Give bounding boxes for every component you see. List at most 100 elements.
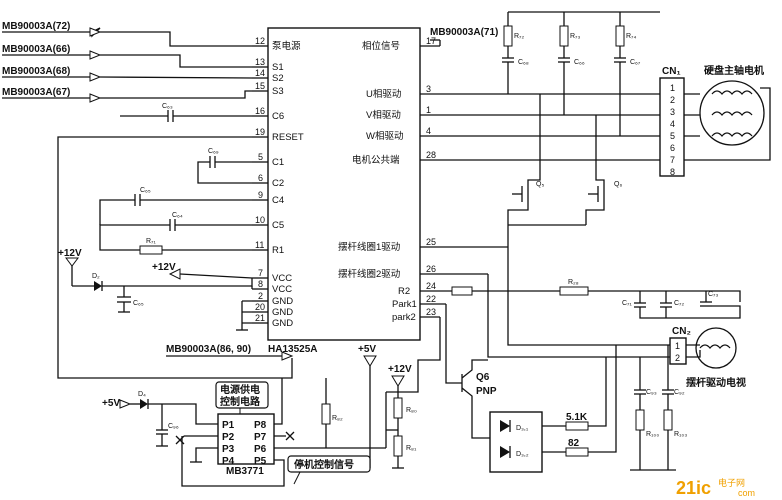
supply-label: +5V: [358, 344, 376, 355]
cn1-pin: 1: [670, 83, 675, 93]
supply-12v-left: +12V D₂ C₆₅: [58, 248, 253, 313]
cap-label: C₉₃: [646, 389, 657, 396]
pin-label: GND: [272, 307, 293, 318]
mb-pin: P2: [222, 432, 235, 443]
pin-label: C4: [272, 195, 284, 206]
coil2-line: [487, 274, 670, 358]
res-label: R₈₁: [406, 445, 417, 452]
pin-label: S2: [272, 73, 284, 84]
gnd-bus: [241, 300, 252, 330]
supply-label: +12V: [388, 364, 412, 375]
input-label-67: MB90003A(67): [2, 87, 70, 98]
callout-power-control: 电源供电 控制电路: [215, 381, 269, 414]
pin-num: 7: [258, 268, 263, 278]
callout-text: 控制电路: [220, 395, 261, 408]
pin-label: 电机公共端: [352, 154, 400, 166]
input-label-72: MB90003A(72): [2, 21, 70, 32]
mb-pin: P7: [254, 432, 267, 443]
diode-label: D₄: [138, 391, 146, 398]
cap-c63: C₆₃: [120, 103, 252, 122]
phase-out-label: MB90003A(71): [430, 27, 498, 38]
pin-label: park2: [392, 312, 416, 323]
cn1-pin: 6: [670, 143, 675, 153]
pin-label: C2: [272, 178, 284, 189]
pin-num: 5: [258, 152, 263, 162]
cn2-pin: 1: [675, 341, 680, 351]
cap-label: C₉₂: [674, 389, 685, 396]
callout-stop-signal: 停机控制信号: [287, 455, 371, 485]
pin-num: 23: [426, 307, 436, 317]
q6-pnp: Q6 PNP: [386, 304, 497, 439]
connector-cn1: CN₁ 1 2 3 4 5 6 7 8: [659, 66, 771, 177]
coil1-line: [507, 247, 670, 346]
cn1-label: CN₁: [662, 66, 681, 77]
arm-rc: C₉₃ R₁₀₀ C₉₂ R₁₀₃: [630, 345, 687, 471]
input-label-68: MB90003A(68): [2, 66, 70, 77]
pin-label: S3: [272, 86, 284, 97]
res-label: R₇₂: [514, 33, 524, 40]
pin-label: 相位信号: [362, 40, 400, 52]
pin-label: GND: [272, 296, 293, 307]
watermark-text: 21ic: [676, 478, 711, 498]
cap-label: C₆₇: [630, 59, 641, 66]
res-label: R₁₀₀: [646, 431, 659, 438]
callout-text: 电源供电: [220, 383, 260, 396]
pin-num: 3: [426, 84, 431, 94]
callout-text: 停机控制信号: [294, 458, 354, 471]
diode-label: D₃,₁: [516, 425, 529, 432]
mb-pin: P6: [254, 444, 267, 455]
pin-num: 19: [255, 127, 265, 137]
supply-label: +12V: [58, 248, 82, 259]
r2-network: R₂₈ C₇₁ C₇₂ C₇₃: [451, 279, 741, 319]
ic-name: HA13525A: [268, 344, 317, 355]
pin-num: 28: [426, 150, 436, 160]
diode-d3: D₃,₁ D₃,₂ 5.1K 82: [489, 345, 617, 473]
q-label: Q₅: [536, 181, 544, 188]
mb-signal-label: MB90003A(86, 90): [166, 344, 251, 355]
cap-label: C₆₆: [574, 59, 585, 66]
supply-label: +12V: [152, 262, 176, 273]
ic-mb3771: P1 P2 P3 P4 P8 P7 P6 P5 MB3771: [217, 413, 275, 477]
diode-label: D₂: [92, 273, 100, 280]
supply-label: +5V: [102, 398, 120, 409]
pin-label: C6: [272, 111, 284, 122]
watermark-logo: 21ic 电子网 com: [676, 477, 755, 498]
mosfet-q5: Q₅ Q₆: [507, 94, 622, 247]
pin-label: VCC: [272, 284, 292, 295]
pin-label: VCC: [272, 273, 292, 284]
res-label: R₇₃: [570, 33, 580, 40]
q-label: Q6: [476, 372, 490, 383]
cap-label: C₆₉: [208, 148, 219, 155]
cn1-pin: 5: [670, 131, 675, 141]
pin-label: GND: [272, 318, 293, 329]
cap-label: C₇₃: [708, 291, 718, 298]
cap-label: C₉₆: [168, 423, 179, 430]
pin-num: 26: [426, 264, 436, 274]
supply-12v-vcc: +12V: [152, 262, 253, 280]
cap-label: C₆₅: [133, 300, 144, 307]
diode-label: D₃,₂: [516, 451, 529, 458]
pin-label: U相驱动: [366, 88, 401, 100]
pin-label: W相驱动: [366, 130, 403, 142]
pin-num: 1: [426, 105, 431, 115]
pin-num: 21: [255, 313, 265, 323]
input-signals: MB90003A(72) MB90003A(66) MB90003A(68) M…: [2, 21, 253, 103]
cap-label: C₇₁: [622, 300, 632, 307]
pin-num: 8: [258, 279, 263, 289]
mb-pin: P4: [222, 456, 235, 467]
pin-label: Park1: [392, 299, 417, 310]
pin-num: 17: [426, 36, 436, 46]
cn1-pin: 8: [670, 167, 675, 177]
ic-ha13525a: [267, 27, 421, 341]
cap-label: C₆₄: [172, 212, 183, 219]
mb-pin: P8: [254, 420, 267, 431]
cn1-pin: 2: [670, 95, 675, 105]
pin-num: 15: [255, 81, 265, 91]
pin-label: R2: [398, 286, 410, 297]
res-label: R₁₀₃: [674, 431, 687, 438]
supply-5v-left: +5V D₄ C₉₆: [102, 391, 218, 463]
res-label: 5.1K: [566, 412, 588, 423]
res-label: R₈₂: [332, 415, 343, 422]
mb3771-name: MB3771: [226, 466, 264, 477]
